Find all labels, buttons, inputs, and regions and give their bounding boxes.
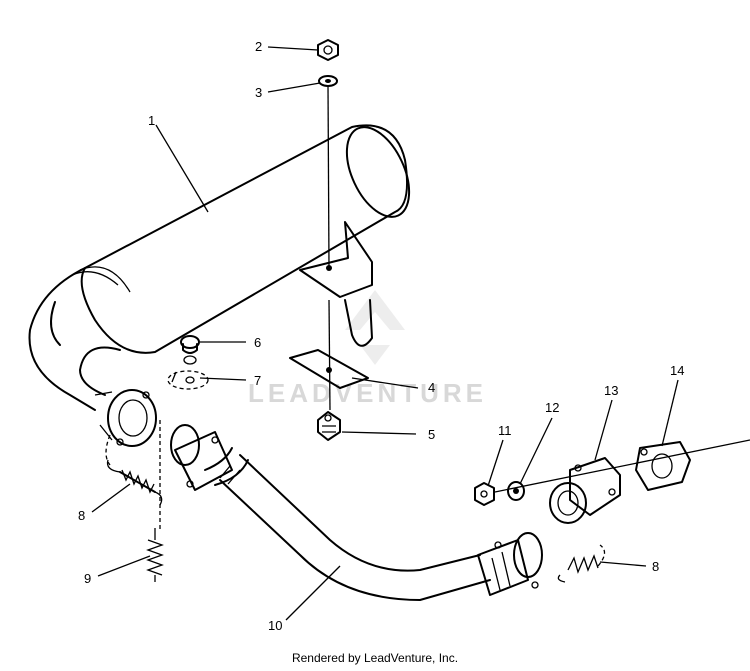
- mount-stud-line-lower: [328, 299, 331, 411]
- gasket-part-14: [635, 441, 691, 491]
- spring-part-9: [146, 528, 164, 582]
- stud-part-5: [317, 411, 341, 441]
- muffler: [28, 124, 411, 447]
- spring-guide-arc: [105, 434, 111, 466]
- footer-credit: Rendered by LeadVenture, Inc.: [291, 651, 459, 665]
- callout-1: 1: [148, 113, 155, 128]
- callout-6: 6: [254, 335, 261, 350]
- callout-13: 13: [604, 383, 618, 398]
- callout-5: 5: [428, 427, 435, 442]
- leader-lines: [91, 46, 679, 621]
- nut-part-2: [317, 39, 339, 61]
- washer-part-3: [318, 75, 338, 87]
- callout-2: 2: [255, 39, 262, 54]
- outlet-stud-line: [494, 439, 750, 493]
- callout-12: 12: [545, 400, 559, 415]
- washer-part-12: [507, 481, 525, 501]
- callout-10: 10: [268, 618, 282, 633]
- callout-3: 3: [255, 85, 262, 100]
- callout-11: 11: [498, 423, 512, 438]
- callout-7: 7: [254, 373, 261, 388]
- nut-part-11: [474, 482, 495, 506]
- exhaust-pipe-part-10: [170, 424, 543, 601]
- callout-8-left: 8: [78, 508, 85, 523]
- gasket-part-7: [167, 370, 209, 390]
- callout-14: 14: [670, 363, 684, 378]
- mount-stud-line: [327, 84, 330, 269]
- callout-9: 9: [84, 571, 91, 586]
- spring-part-8-right: [557, 544, 606, 583]
- spring-part-8-left: [106, 459, 163, 506]
- callout-4: 4: [428, 380, 435, 395]
- callout-8-right: 8: [652, 559, 659, 574]
- watermark-logo: [345, 290, 405, 365]
- watermark-text: LEADVENTURE: [248, 378, 487, 408]
- flange-part-13: [549, 457, 621, 524]
- plug-part-6: [180, 335, 200, 365]
- plate-part-4: [289, 349, 369, 389]
